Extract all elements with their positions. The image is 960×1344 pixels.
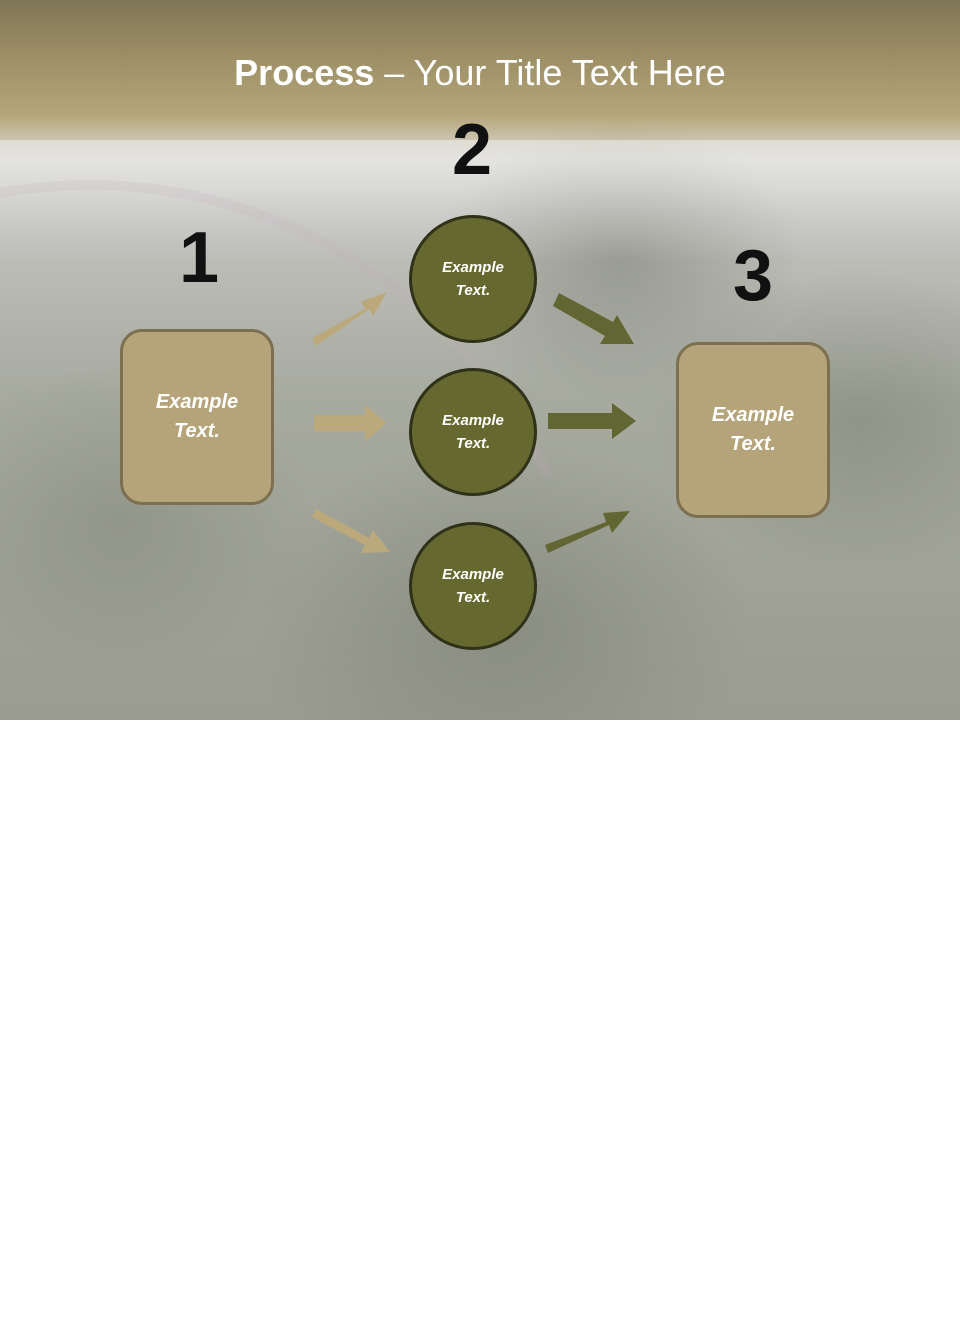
left-box-line-2: Text. [174,420,220,442]
top-circle[interactable]: Example Text. [409,215,537,343]
step-number-2: 2 [451,110,493,190]
title-rest: Your Title Text Here [413,52,726,93]
top-circle-line-2: Text. [455,282,491,299]
left-box[interactable]: Example Text. [120,329,274,505]
arrow-left-to-middle [314,405,387,441]
left-box-text: Example Text. [156,388,238,446]
arrow-left-to-bottom [312,509,390,553]
right-box-line-1: Example [711,404,795,426]
left-box-line-1: Example [155,391,239,413]
right-box-text: Example Text. [712,401,794,459]
arrow-left-to-top [312,292,387,346]
slide-title[interactable]: Process – Your Title Text Here [0,52,960,94]
light-arrows [312,292,390,553]
step-number-3: 3 [732,236,774,316]
bottom-circle-line-2: Text. [455,589,491,606]
middle-circle-text: Example Text. [442,409,504,455]
middle-circle[interactable]: Example Text. [409,368,537,496]
arrow-middle-to-right [548,403,636,439]
bottom-circle[interactable]: Example Text. [409,522,537,650]
middle-circle-line-2: Text. [455,435,491,452]
dark-arrows [545,293,636,553]
middle-circle-line-1: Example [442,412,504,429]
connector-arrows [312,292,636,553]
arrow-top-to-right [553,293,634,344]
right-box[interactable]: Example Text. [676,342,830,518]
top-circle-line-1: Example [442,259,504,276]
top-circle-text: Example Text. [442,256,504,302]
right-box-line-2: Text. [730,433,776,455]
step-number-1: 1 [178,218,220,298]
title-bold: Process [234,52,375,93]
arrow-bottom-to-right [545,511,630,553]
bottom-circle-line-1: Example [442,566,504,583]
title-dash: – [374,52,414,93]
bottom-circle-text: Example Text. [442,563,504,609]
